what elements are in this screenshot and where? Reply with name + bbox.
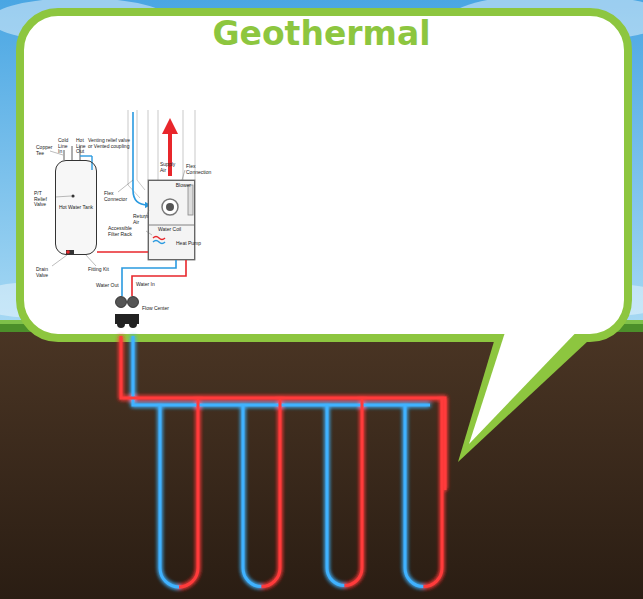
return-pipe (121, 336, 445, 490)
water-pipe (97, 251, 148, 253)
title: Geothermal (0, 14, 643, 53)
art-shape (137, 110, 145, 190)
art-shape (129, 320, 137, 328)
art-shape (132, 260, 186, 296)
art-shape (55, 196, 71, 197)
loop-leg (327, 405, 345, 586)
supply-pipe (133, 336, 430, 405)
art-shape (66, 250, 70, 254)
part-label: Water Coil (158, 227, 181, 233)
part-label: Return Air (133, 214, 149, 225)
art-shape (72, 146, 73, 160)
art-shape (182, 170, 185, 180)
part-label: Flex Connector (104, 191, 126, 202)
art-shape (148, 225, 195, 226)
art-shape (91, 156, 92, 170)
part-label: Heat Pump (176, 241, 201, 247)
art-shape (158, 110, 159, 180)
node-text: Blower (149, 183, 191, 189)
art-shape (128, 297, 139, 308)
art-shape (148, 180, 195, 260)
art-shape (52, 255, 67, 266)
loop-leg (424, 398, 443, 587)
ground (0, 320, 643, 599)
water-tank: Hot Water Tank (55, 160, 97, 255)
art-shape (64, 150, 65, 160)
loop-leg (243, 405, 262, 587)
art-shape (71, 194, 74, 197)
art-shape (166, 203, 174, 211)
art-shape (183, 110, 184, 180)
art-shape (118, 180, 133, 192)
art-shape (153, 237, 165, 240)
loop-leg (262, 398, 281, 587)
part-label: Flow Center (142, 306, 169, 312)
loop-leg (179, 398, 198, 587)
art-shape (116, 297, 127, 308)
part-label: P/T Relief Valve (34, 191, 54, 208)
art-shape (85, 254, 96, 266)
art-shape (162, 199, 178, 215)
inset-diagram (50, 110, 195, 328)
part-label: Fitting Kit (88, 267, 109, 273)
art-shape (146, 231, 152, 235)
art-shape (153, 241, 165, 244)
art-shape (66, 250, 74, 254)
art-shape (168, 126, 172, 176)
part-label: Copper Tee (36, 145, 52, 156)
art-shape (122, 260, 176, 296)
part-label: Venting relief valve or Vented coupling (88, 138, 130, 149)
art-shape (469, 320, 588, 444)
ground-loop (121, 336, 445, 587)
heat-pump-cabinet: Blower (148, 180, 195, 260)
node-text: Hot Water Tank (59, 205, 93, 211)
loop-leg (160, 405, 179, 587)
part-label: Cold Line In (58, 138, 70, 155)
art-shape (128, 110, 140, 198)
art-shape (55, 160, 97, 255)
art-shape (80, 155, 92, 156)
loop-leg (345, 398, 363, 586)
art-shape (117, 320, 125, 328)
speech-bubble (20, 12, 628, 462)
art-shape (188, 185, 193, 215)
part-label: Water In (136, 282, 155, 288)
art-shape (133, 112, 148, 205)
part-label: Flex Connection (186, 164, 210, 175)
part-label: Drain Valve (36, 267, 60, 278)
part-label: Water Out (96, 283, 119, 289)
art-shape (148, 110, 149, 180)
loop-leg (405, 405, 424, 587)
part-label: Hot Line Out (76, 138, 88, 155)
part-label: Supply Air (160, 162, 174, 173)
art-shape (20, 12, 628, 338)
part-label: Accessible Filter Rack (108, 226, 144, 237)
